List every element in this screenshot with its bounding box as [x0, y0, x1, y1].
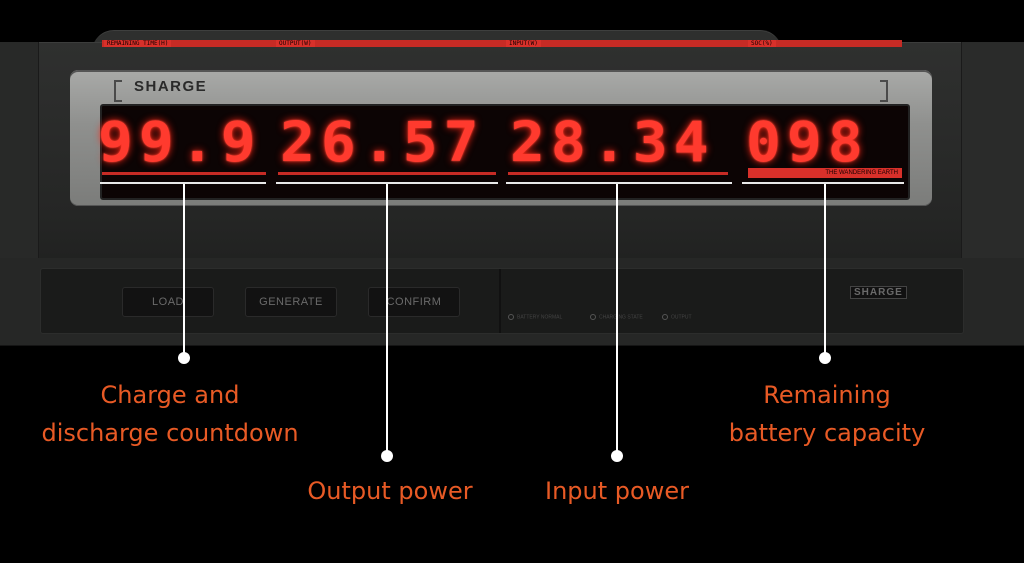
leader-dot-input [611, 450, 623, 462]
reading-output: 26.57 [280, 109, 485, 175]
leader-dot-countdown [178, 352, 190, 364]
digit-underline-3 [508, 172, 728, 175]
caption-countdown-line-1: Charge and [100, 381, 240, 409]
digit-underline-2 [278, 172, 496, 175]
lcd-label-strip [102, 40, 902, 47]
leader-line-output [386, 184, 388, 456]
tagline-text: THE WANDERING EARTH [825, 170, 898, 176]
leader-line-input [616, 184, 618, 456]
caption-countdown-line-2: discharge countdown [41, 419, 299, 447]
bezel-bracket-right [880, 80, 888, 102]
caption-capacity: Remaining battery capacity [697, 376, 957, 452]
device-right-edge [961, 42, 1024, 288]
load-button[interactable]: LOAD [122, 287, 214, 317]
leader-dot-output [381, 450, 393, 462]
panel-brand-logo: SHARGE [850, 286, 907, 299]
lcd-display [100, 104, 910, 200]
generate-button[interactable]: GENERATE [245, 287, 337, 317]
panel-divider [499, 269, 501, 333]
leader-dot-capacity [819, 352, 831, 364]
indicator-output: OUTPUT [662, 314, 692, 320]
tagline-strip: THE WANDERING EARTH [748, 168, 902, 178]
caption-capacity-line-2: battery capacity [728, 419, 926, 447]
indicator-battery: BATTERY NORMAL [508, 314, 562, 320]
reading-input: 28.34 [510, 109, 715, 175]
leader-line-countdown [183, 184, 185, 358]
digit-underline-1 [102, 172, 266, 175]
brand-logo: SHARGE [134, 78, 208, 95]
caption-capacity-line-1: Remaining [763, 381, 891, 409]
confirm-button[interactable]: CONFIRM [368, 287, 460, 317]
label-remaining-time: REMAINING TIME(H) [104, 40, 172, 47]
label-input: INPUT(W) [506, 40, 541, 47]
reading-soc: 098 [746, 109, 869, 175]
white-rule-1 [100, 182, 266, 184]
indicator-charging: CHARGING STATE [590, 314, 643, 320]
device-left-edge [0, 42, 39, 288]
caption-countdown: Charge and discharge countdown [20, 376, 320, 452]
reading-remaining-time: 99.9 [98, 109, 262, 175]
caption-input: Input power [545, 477, 689, 505]
leader-line-capacity [824, 184, 826, 358]
label-soc: SOC(%) [748, 40, 776, 47]
label-output: OUTPUT(W) [276, 40, 315, 47]
white-rule-2 [276, 182, 498, 184]
caption-output: Output power [307, 477, 473, 505]
white-rule-4 [742, 182, 904, 184]
bezel-bracket-left [114, 80, 122, 102]
white-rule-3 [506, 182, 732, 184]
